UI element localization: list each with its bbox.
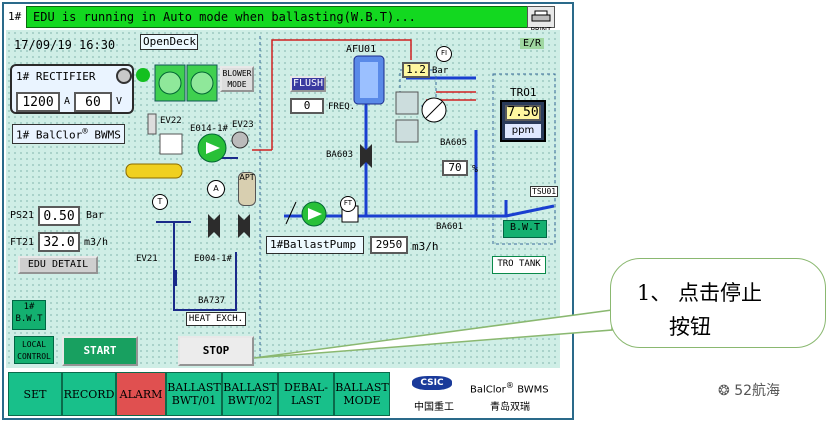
mode-tag: E/R <box>520 38 545 49</box>
status-message: EDU is running in Auto mode when ballast… <box>33 10 416 24</box>
bwt-unit-indicator: 1# B.W.T <box>12 300 46 330</box>
flow-indicator-afu: FI <box>436 46 452 62</box>
start-button[interactable]: START <box>62 336 138 366</box>
tab-record[interactable]: RECORD <box>62 372 116 416</box>
valve-ba603-label: BA603 <box>326 150 354 160</box>
ba605-opening-unit: % <box>472 164 479 175</box>
bwt-left-line2: B.W.T <box>15 314 43 324</box>
valve-ba605-label: BA605 <box>440 138 468 148</box>
edu-detail-button[interactable]: EDU DETAIL <box>18 256 98 274</box>
bwt-left-line1: 1# <box>23 302 35 312</box>
print-button[interactable]: PRINT <box>527 6 555 34</box>
afu-pressure-value: 1.2 <box>402 62 430 78</box>
ps21-value: 0.50 <box>38 206 80 226</box>
apt-tank: APT <box>238 172 256 206</box>
rectifier-panel: 1# RECTIFIER 1200 A 60 V <box>10 64 134 114</box>
tro-label: TRO1 <box>510 86 537 99</box>
current-unit: A <box>64 96 71 107</box>
rectifier-voltage: 60 <box>74 92 112 112</box>
valve-e014-label: E014-1# <box>190 124 228 134</box>
electrolyzer-icon <box>125 113 249 179</box>
ballast-pump-label: 1#BallastPump <box>266 236 364 254</box>
product-reg: ® <box>505 380 515 390</box>
company-name: 中国重工 <box>414 402 454 413</box>
rectifier-status-lamp <box>116 68 132 84</box>
valve-ev22-label: EV22 <box>160 116 182 126</box>
voltage-unit: V <box>116 96 123 107</box>
stop-button[interactable]: STOP <box>178 336 254 366</box>
valve-ba737-label: BA737 <box>198 296 226 306</box>
ps21-label: PS21 <box>10 210 35 221</box>
system-name: 1# BalClor® BWMS <box>12 124 125 144</box>
datetime: 17/09/19 16:30 <box>14 38 116 52</box>
ft21-label: FT21 <box>10 237 35 248</box>
product-name: BalClor® BWMS <box>470 380 549 395</box>
system-name-prefix: 1# BalClor <box>16 128 83 142</box>
valve-e004-label: E004-1# <box>194 254 232 264</box>
callout-line1: 1、 点击停止 <box>637 281 763 305</box>
ballast-pump-flow: 2950 <box>370 236 408 254</box>
filter-icon <box>353 55 385 105</box>
temperature-sensor: T <box>152 194 168 210</box>
maker-name: 青岛双瑞 <box>490 402 530 413</box>
analyzer-sensor: A <box>207 180 225 198</box>
tab-ballast-bwt01[interactable]: BALLAST BWT/01 <box>166 372 222 416</box>
ba605-opening-value: 70 <box>442 160 468 176</box>
status-message-bar: EDU is running in Auto mode when ballast… <box>26 6 551 28</box>
flow-transmitter: FT <box>340 196 356 212</box>
watermark: ❂ 52航海 <box>718 380 780 400</box>
system-name-suffix: BWMS <box>87 128 121 142</box>
run-status-lamp <box>136 68 150 82</box>
logo-area: CSIC 中国重工 BalClor® BWMS 青岛双瑞 <box>392 372 560 416</box>
ft21-value: 32.0 <box>38 232 80 252</box>
system-name-reg: ® <box>82 126 88 137</box>
flush-button[interactable]: FLUSH <box>290 76 326 92</box>
freq-label: FREQ. <box>328 102 356 112</box>
ballast-pump-icon <box>285 201 359 227</box>
valve-ev21-label: EV21 <box>136 254 158 264</box>
afu-label: AFU01 <box>346 44 377 55</box>
tab-ballast-mode[interactable]: BALLAST MODE <box>334 372 390 416</box>
tro-tank-button[interactable]: TRO TANK <box>492 256 546 274</box>
tab-ballast-bwt02[interactable]: BALLAST BWT/02 <box>222 372 278 416</box>
tab-set[interactable]: SET <box>8 372 62 416</box>
tro-unit: ppm <box>505 124 541 138</box>
unit-label: 1# <box>8 10 22 23</box>
afu-pressure-unit: Bar <box>432 66 449 76</box>
valve-group-icon <box>208 214 250 238</box>
wechat-icon: ❂ <box>718 383 730 399</box>
flow-meter-icon <box>395 91 447 143</box>
valve-ba601-label: BA601 <box>436 222 464 232</box>
tro-analyzer: 7.50 ppm <box>500 100 546 142</box>
local-control-button[interactable]: LOCAL CONTROL <box>14 336 54 364</box>
tro-value: 7.50 <box>505 105 541 121</box>
ft21-unit: m3/h <box>84 237 109 248</box>
rectifier-current: 1200 <box>16 92 60 112</box>
tab-alarm[interactable]: ALARM <box>116 372 166 416</box>
csic-logo: CSIC <box>412 376 452 390</box>
blower-mode-button[interactable]: BLOWER MODE <box>220 66 254 92</box>
product-brand: BalClor <box>470 384 506 396</box>
rectifier-title: 1# RECTIFIER <box>16 70 96 83</box>
tsu01-label: TSU01 <box>530 186 559 197</box>
deck-selector[interactable]: OpenDeck <box>140 34 198 50</box>
printer-icon <box>531 10 551 22</box>
callout-box: 1、 点击停止 按钮 <box>610 258 826 348</box>
bwt-indicator: B.W.T <box>503 220 547 238</box>
watermark-text: 52航海 <box>734 383 781 399</box>
ballast-pump-unit: m3/h <box>412 240 439 253</box>
product-bwms: BWMS <box>517 384 549 396</box>
callout-line2: 按钮 <box>669 315 711 339</box>
blower-fan-icon <box>154 64 218 102</box>
flush-freq-value: 0 <box>290 98 324 114</box>
valve-ev23-label: EV23 <box>232 120 254 130</box>
tab-deballast[interactable]: DEBAL- LAST <box>278 372 334 416</box>
ps21-unit: Bar <box>86 210 105 221</box>
valve-ba603-icon[interactable] <box>358 142 374 170</box>
heat-exchanger: HEAT EXCH. <box>186 312 246 326</box>
